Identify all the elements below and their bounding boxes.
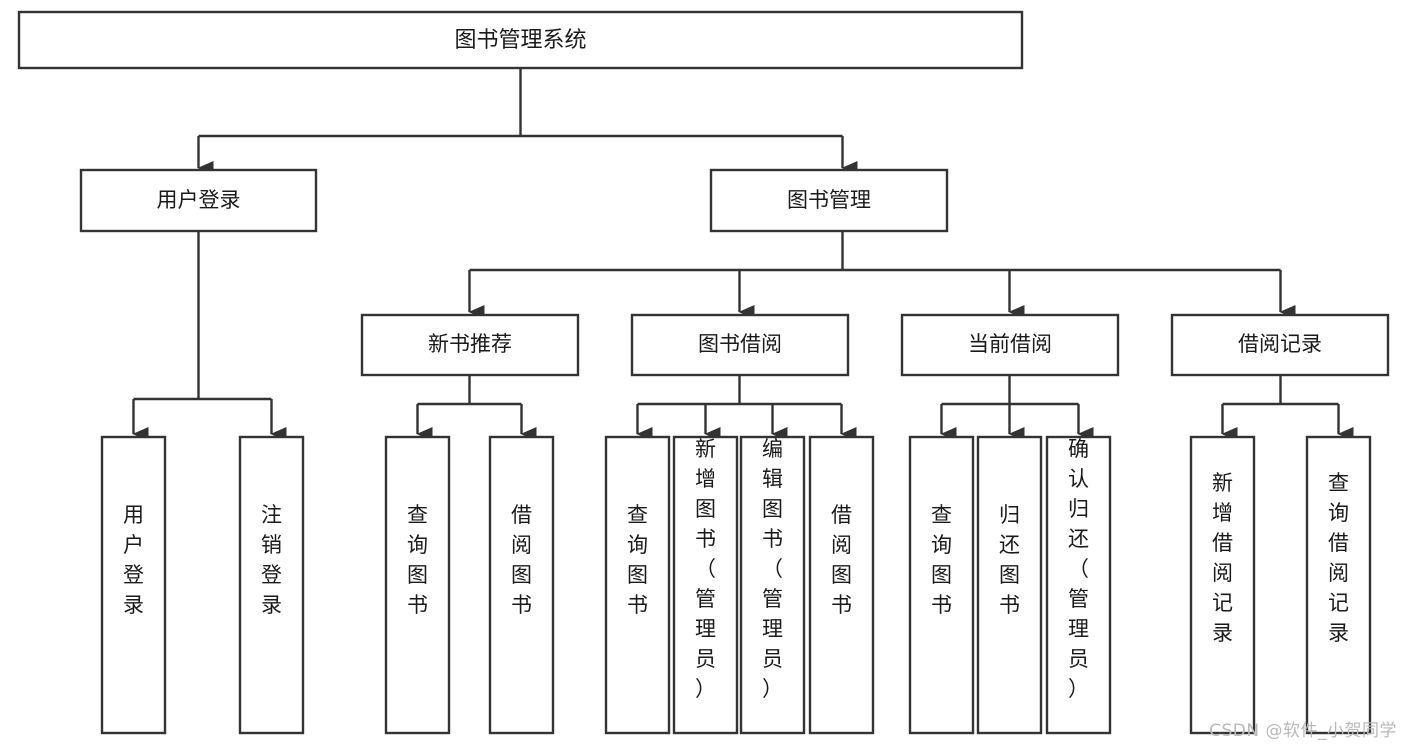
leaf-bb-add-book-label: 新增图书（管理员） — [695, 437, 716, 701]
leaf-br-add-record-label: 新增借阅记录 — [1212, 471, 1233, 645]
leaf-node[interactable]: 查询图书 — [604, 435, 671, 735]
leaf-node[interactable]: 新增借阅记录 — [1189, 435, 1256, 735]
node-new-book-recommend-label: 新书推荐 — [428, 332, 512, 356]
leaf-cb-return-book-label: 归还图书 — [999, 503, 1020, 617]
node-book-borrow[interactable]: 图书借阅 — [630, 313, 850, 377]
leaf-logout-box[interactable] — [238, 435, 305, 735]
node-borrow-record-box[interactable] — [1170, 313, 1390, 377]
leaf-cb-confirm-return-box[interactable] — [1045, 435, 1112, 735]
node-current-borrow[interactable]: 当前借阅 — [900, 313, 1120, 377]
leaf-node[interactable]: 借阅图书 — [808, 435, 875, 735]
connector-group-root — [197, 68, 858, 175]
leaf-br-query-record-label: 查询借阅记录 — [1328, 471, 1349, 645]
node-book-management-label: 图书管理 — [787, 188, 871, 212]
node-user-login-label: 用户登录 — [157, 188, 241, 212]
leaf-node[interactable]: 用户登录 — [100, 435, 167, 735]
leaf-cb-return-book-box[interactable] — [976, 435, 1043, 735]
leaf-node[interactable]: 新增图书（管理员） — [672, 435, 739, 735]
node-borrow-record[interactable]: 借阅记录 — [1170, 313, 1390, 377]
leaf-node[interactable]: 查询图书 — [384, 435, 451, 735]
connector-group-book-mgmt — [468, 231, 1296, 319]
connector-group-user-login — [132, 231, 287, 441]
leaf-cb-query-book-label: 查询图书 — [931, 503, 952, 617]
node-root[interactable]: 图书管理系统 — [17, 10, 1024, 70]
connector-group-book-borrow — [636, 375, 857, 441]
node-new-book-recommend-box[interactable] — [360, 313, 580, 377]
node-current-borrow-box[interactable] — [900, 313, 1120, 377]
leaf-bb-edit-book-label: 编辑图书（管理员） — [762, 437, 783, 701]
node-book-borrow-box[interactable] — [630, 313, 850, 377]
leaf-br-add-record-box[interactable] — [1189, 435, 1256, 735]
leaf-bb-add-book-box[interactable] — [672, 435, 739, 735]
leaf-bb-query-book-box[interactable] — [604, 435, 671, 735]
leaf-nbr-query-book-label: 查询图书 — [407, 503, 428, 617]
node-root-label: 图书管理系统 — [454, 28, 586, 53]
leaf-bb-borrow-book-label: 借阅图书 — [831, 503, 852, 617]
node-user-login[interactable]: 用户登录 — [79, 168, 318, 233]
leaf-user-login-box[interactable] — [100, 435, 167, 735]
leaf-node[interactable]: 查询借阅记录 — [1305, 435, 1372, 735]
node-book-management-box[interactable] — [709, 168, 949, 233]
leaf-cb-query-book-box[interactable] — [908, 435, 975, 735]
leaf-br-query-record-box[interactable] — [1305, 435, 1372, 735]
csdn-watermark: CSDN @软件_小贺同学 — [1209, 721, 1397, 741]
connector-group-new-book — [416, 375, 537, 441]
leaf-user-login-label: 用户登录 — [123, 503, 144, 617]
node-current-borrow-label: 当前借阅 — [968, 332, 1052, 356]
leaf-nbr-borrow-book-box[interactable] — [488, 435, 555, 735]
leaf-nbr-query-book-box[interactable] — [384, 435, 451, 735]
leaf-bb-query-book-label: 查询图书 — [627, 503, 648, 617]
leaf-bb-edit-book-box[interactable] — [739, 435, 806, 735]
leaf-nbr-borrow-book-label: 借阅图书 — [511, 503, 532, 617]
connector-group-current-borrow — [940, 375, 1094, 441]
leaf-node[interactable]: 编辑图书（管理员） — [739, 435, 806, 735]
leaf-node[interactable]: 确认归还（管理员） — [1045, 435, 1112, 735]
node-book-borrow-label: 图书借阅 — [698, 332, 782, 356]
leaf-logout-label: 注销登录 — [261, 503, 282, 617]
node-book-management[interactable]: 图书管理 — [709, 168, 949, 233]
node-new-book-recommend[interactable]: 新书推荐 — [360, 313, 580, 377]
leaf-node[interactable]: 查询图书 — [908, 435, 975, 735]
leaf-node[interactable]: 借阅图书 — [488, 435, 555, 735]
node-user-login-box[interactable] — [79, 168, 318, 233]
leaf-cb-confirm-return-label: 确认归还（管理员） — [1068, 437, 1089, 701]
leaf-bb-borrow-book-box[interactable] — [808, 435, 875, 735]
connector-group-borrow-record — [1221, 375, 1354, 441]
leaf-node[interactable]: 注销登录 — [238, 435, 305, 735]
leaf-node[interactable]: 归还图书 — [976, 435, 1043, 735]
node-borrow-record-label: 借阅记录 — [1238, 332, 1322, 356]
node-root-box[interactable] — [17, 10, 1024, 70]
